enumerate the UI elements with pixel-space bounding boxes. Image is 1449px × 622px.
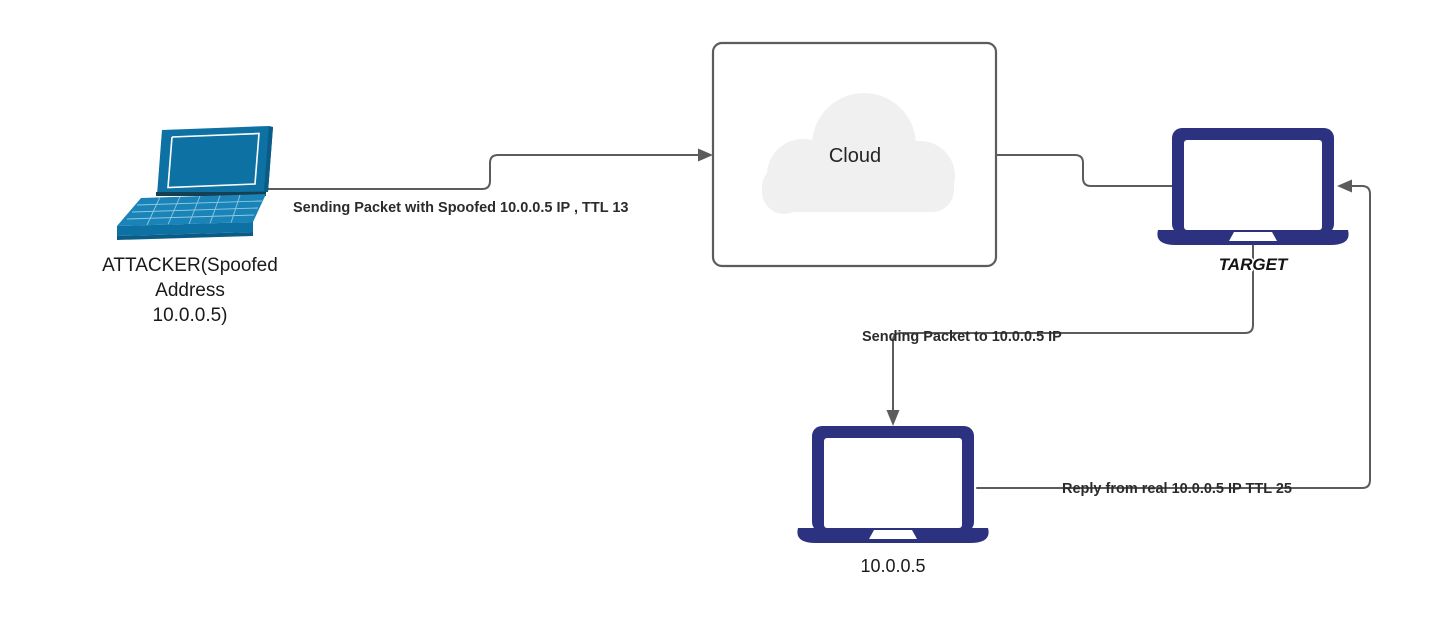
laptop-front-icon-victim [797, 426, 989, 543]
edge-cloud-to-target[interactable] [995, 154, 1173, 187]
node-attacker[interactable]: ATTACKER(Spoofed Address 10.0.0.5) [102, 126, 278, 326]
edge-target-to-victim[interactable] [886, 239, 1254, 426]
cloud-icon [762, 93, 955, 214]
node-cloud[interactable]: Cloud [711, 41, 998, 268]
arrowhead-into-cloud [698, 148, 713, 162]
target-label: TARGET [1219, 255, 1289, 274]
keyboard-grid [126, 194, 263, 226]
arrowhead-into-victim [886, 410, 900, 426]
edge-cloud-to-target-path [995, 154, 1173, 187]
edge-label-victim-to-target: Reply from real 10.0.0.5 IP TTL 25 [1062, 481, 1292, 497]
edge-target-to-victim-path [892, 239, 1254, 419]
edge-attacker-to-cloud[interactable] [262, 148, 713, 190]
laptop-isometric-icon [117, 126, 273, 240]
edge-label-attacker-to-cloud: Sending Packet with Spoofed 10.0.0.5 IP … [293, 200, 628, 216]
attacker-label-line2: Address [155, 280, 225, 301]
edge-victim-to-target[interactable] [976, 179, 1371, 489]
victim-label: 10.0.0.5 [860, 556, 925, 576]
edge-victim-to-target-path [976, 185, 1371, 489]
arrowhead-into-target [1337, 179, 1352, 193]
node-victim[interactable]: 10.0.0.5 [797, 426, 989, 576]
attacker-label-line3: 10.0.0.5) [153, 305, 228, 326]
laptop-front-icon-target [1157, 128, 1349, 245]
node-target[interactable]: TARGET [1157, 128, 1349, 276]
edge-attacker-to-cloud-path [262, 154, 707, 190]
cloud-label: Cloud [829, 145, 881, 167]
edge-label-target-to-victim: Sending Packet to 10.0.0.5 IP [862, 329, 1062, 345]
attacker-label-line1: ATTACKER(Spoofed [102, 255, 278, 276]
